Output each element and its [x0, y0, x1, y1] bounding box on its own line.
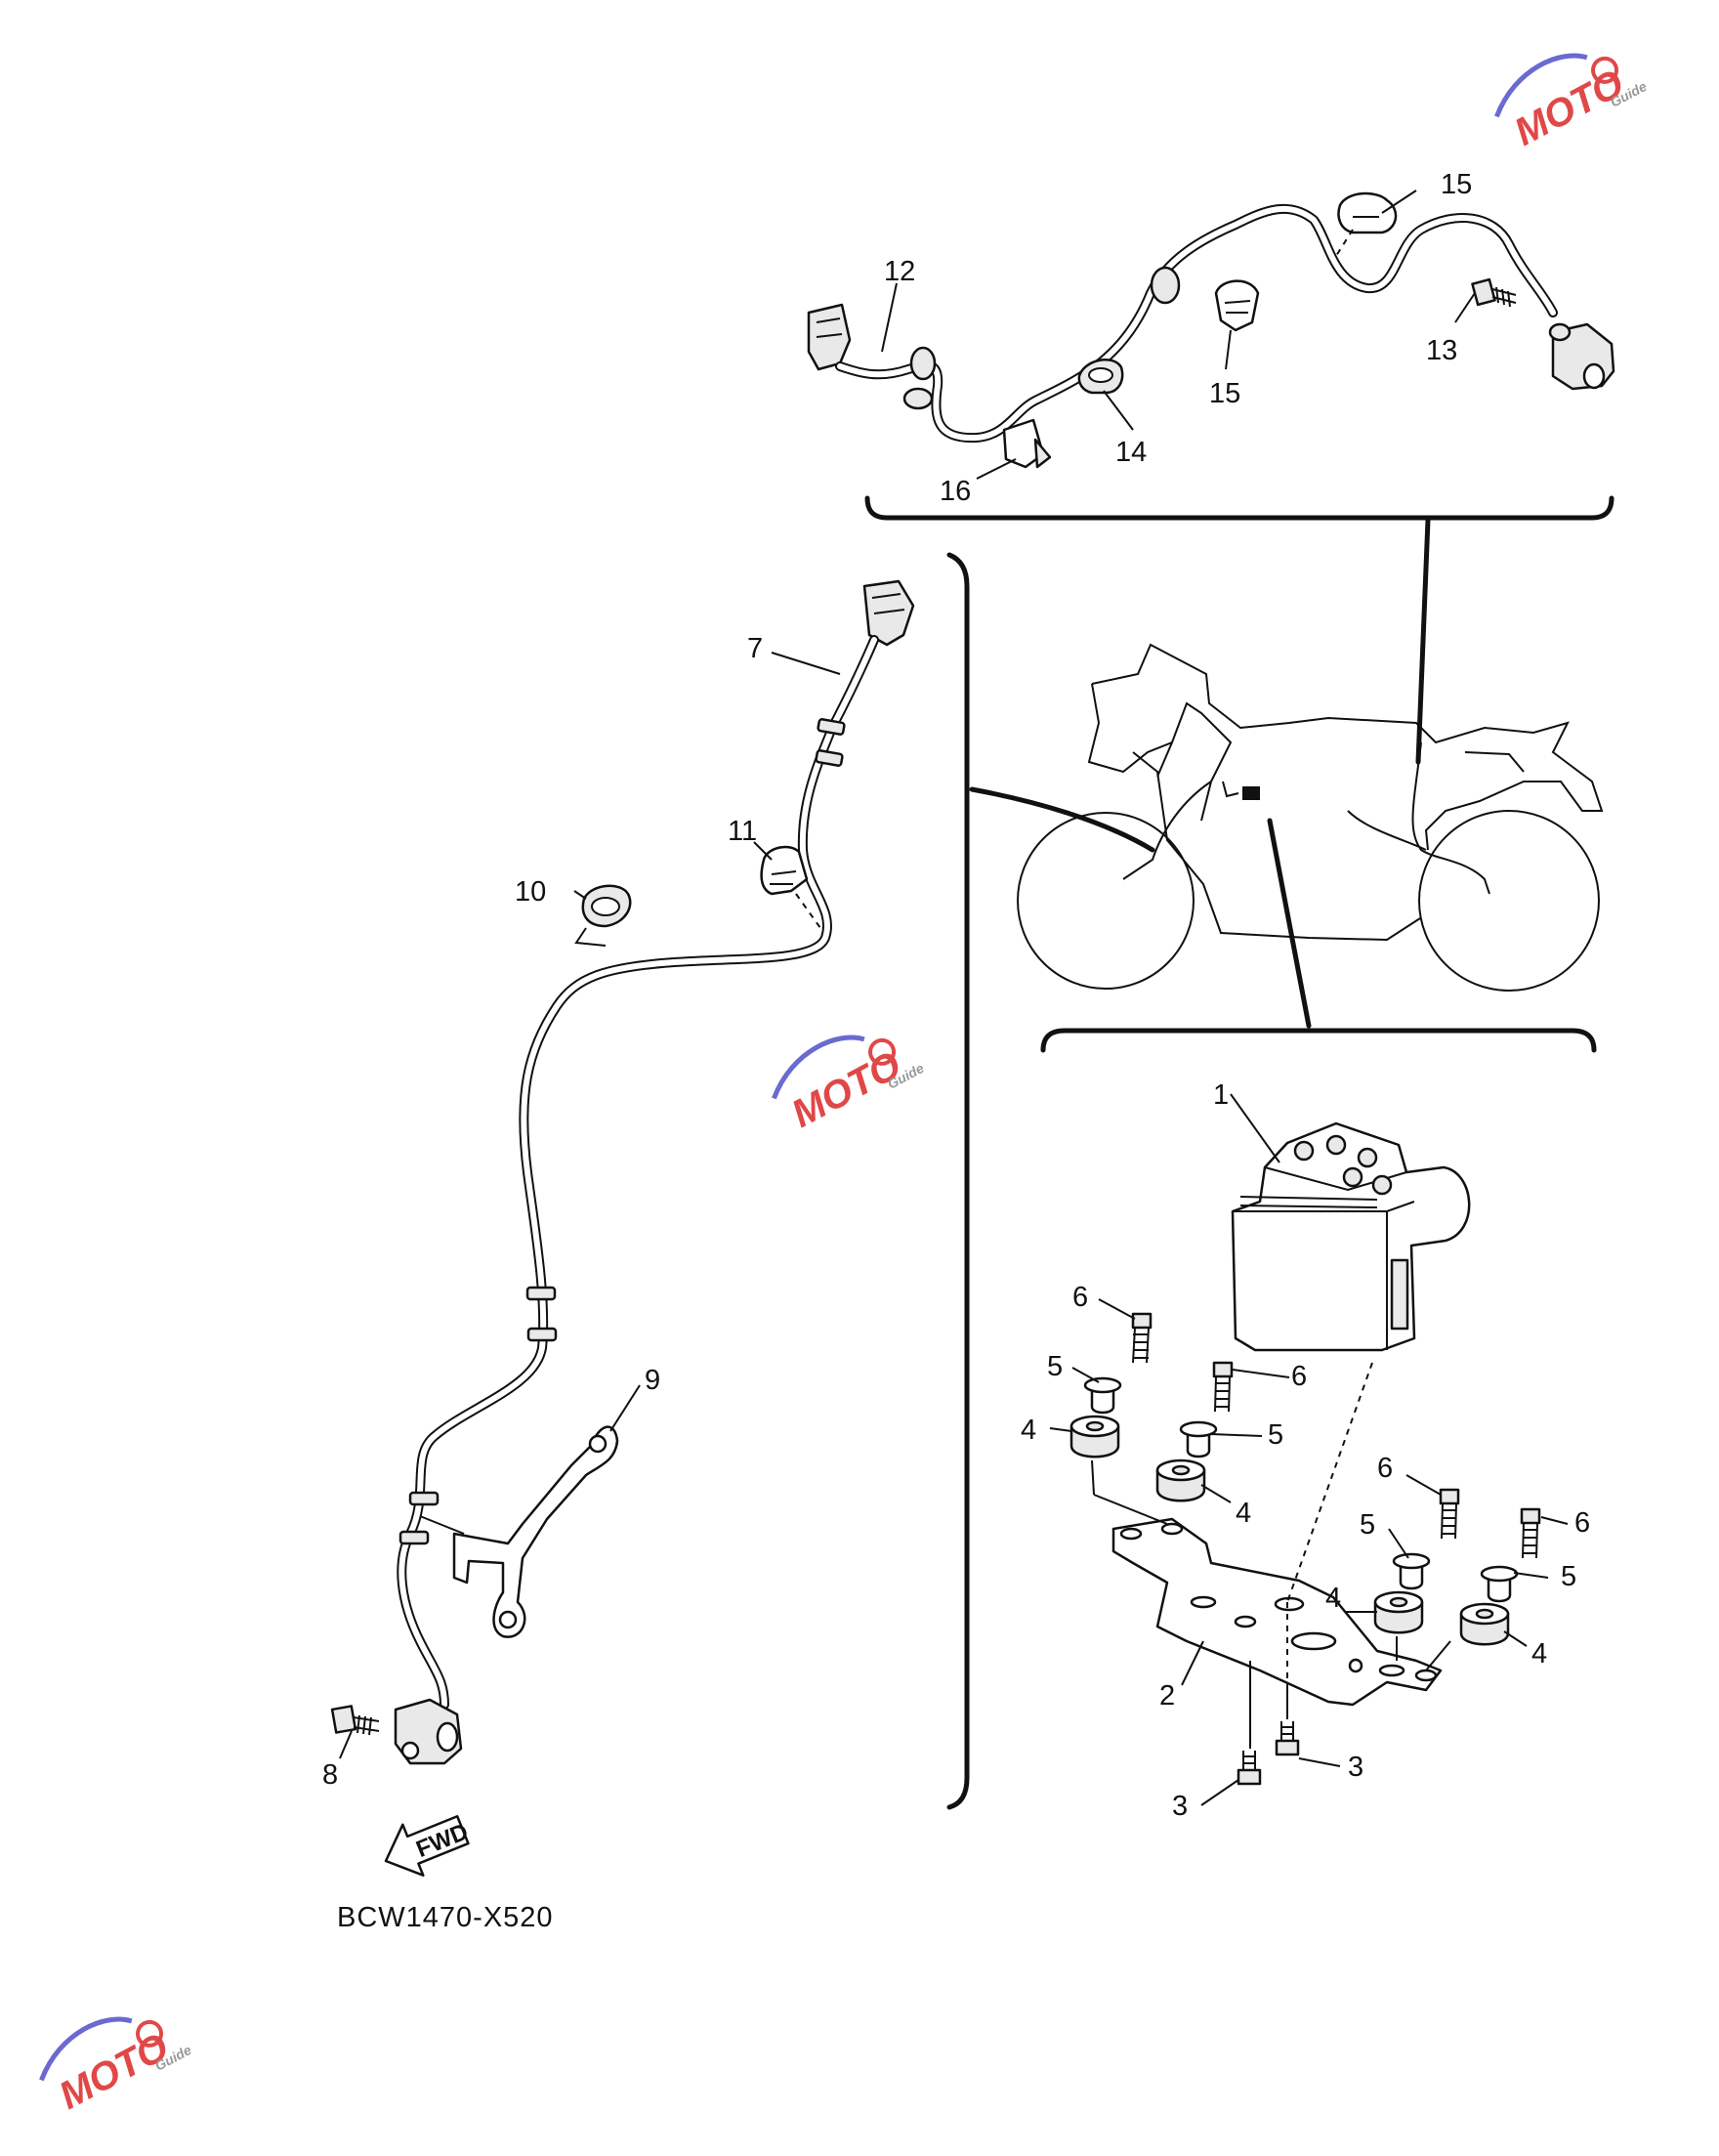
bolt-6-d — [1520, 1507, 1541, 1559]
callout-9: 9 — [645, 1365, 660, 1396]
callout-16: 16 — [940, 476, 971, 507]
watermark-bottom-left: MOTO Guide — [39, 2016, 194, 2118]
bolt-6-b — [1212, 1361, 1234, 1413]
callout-15a: 15 — [1441, 169, 1472, 200]
diagram-code: BCW1470-X520 — [337, 1902, 554, 1933]
clamp-15-upper — [1337, 191, 1398, 234]
callout-4d: 4 — [1531, 1638, 1547, 1670]
motorcycle-outline — [1017, 643, 1604, 992]
harness-connector-7 — [862, 579, 915, 647]
callout-1: 1 — [1213, 1079, 1229, 1111]
abs-hydraulic-unit — [1231, 1121, 1471, 1352]
callout-8: 8 — [322, 1759, 338, 1791]
clamp-15-lower — [1214, 279, 1260, 332]
abs-unit-leader — [1267, 818, 1312, 1029]
callout-3a: 3 — [1172, 1791, 1188, 1822]
abs-unit-location-marker — [1242, 786, 1260, 800]
abs-mounting-bracket — [1111, 1517, 1443, 1707]
damper-4-b — [1155, 1458, 1206, 1502]
bolt-8 — [330, 1705, 380, 1736]
left-group-leader — [969, 786, 1155, 853]
bolt-6-c — [1439, 1488, 1460, 1540]
callout-10: 10 — [515, 876, 546, 908]
callout-7: 7 — [747, 633, 763, 664]
collar-5-a — [1083, 1376, 1122, 1415]
callout-12: 12 — [884, 256, 915, 287]
callout-4a: 4 — [1021, 1415, 1036, 1446]
abs-unit-assembly — [1069, 1121, 1541, 1786]
forward-direction-arrow: FWD — [384, 1815, 472, 1877]
top-group-bracket — [864, 495, 1614, 521]
rear-sensor-harness — [807, 191, 1615, 469]
callout-6b: 6 — [1291, 1361, 1307, 1392]
harness-connector-12 — [807, 303, 852, 371]
callout-5d: 5 — [1561, 1561, 1576, 1592]
callout-6a: 6 — [1072, 1282, 1088, 1313]
collar-5-d — [1480, 1565, 1519, 1603]
damper-4-d — [1459, 1602, 1510, 1646]
bolt-3-a — [1237, 1751, 1262, 1786]
front-sensor-harness — [330, 579, 915, 1765]
top-group-leader — [1415, 517, 1431, 765]
clamp-16 — [1002, 418, 1045, 469]
bolt-3-b — [1275, 1721, 1300, 1756]
bolt-6-a — [1131, 1312, 1153, 1364]
callout-6c: 6 — [1377, 1453, 1393, 1484]
callout-13: 13 — [1426, 335, 1457, 366]
damper-4-a — [1069, 1415, 1120, 1458]
callout-5a: 5 — [1047, 1351, 1063, 1382]
callout-15b: 15 — [1209, 378, 1240, 409]
watermark-center: MOTO Guide — [772, 1035, 927, 1136]
callout-6d: 6 — [1574, 1507, 1590, 1539]
callout-5b: 5 — [1268, 1419, 1283, 1451]
bottom-group-bracket — [1040, 1028, 1597, 1053]
callout-11: 11 — [728, 816, 757, 847]
sensor-bracket-9 — [452, 1425, 619, 1638]
watermark-top-right: MOTO Guide — [1494, 53, 1650, 154]
callout-4b: 4 — [1236, 1498, 1251, 1529]
callout-14: 14 — [1115, 437, 1147, 468]
callout-5c: 5 — [1360, 1509, 1375, 1541]
clamp-11 — [760, 845, 809, 896]
left-group-bracket — [946, 552, 970, 1810]
damper-4-c — [1373, 1590, 1424, 1634]
callout-3b: 3 — [1348, 1752, 1363, 1783]
callout-4c: 4 — [1325, 1583, 1341, 1614]
bolt-13 — [1471, 277, 1517, 308]
callout-2: 2 — [1159, 1680, 1175, 1712]
collar-5-c — [1392, 1552, 1431, 1590]
collar-5-b — [1179, 1420, 1218, 1458]
